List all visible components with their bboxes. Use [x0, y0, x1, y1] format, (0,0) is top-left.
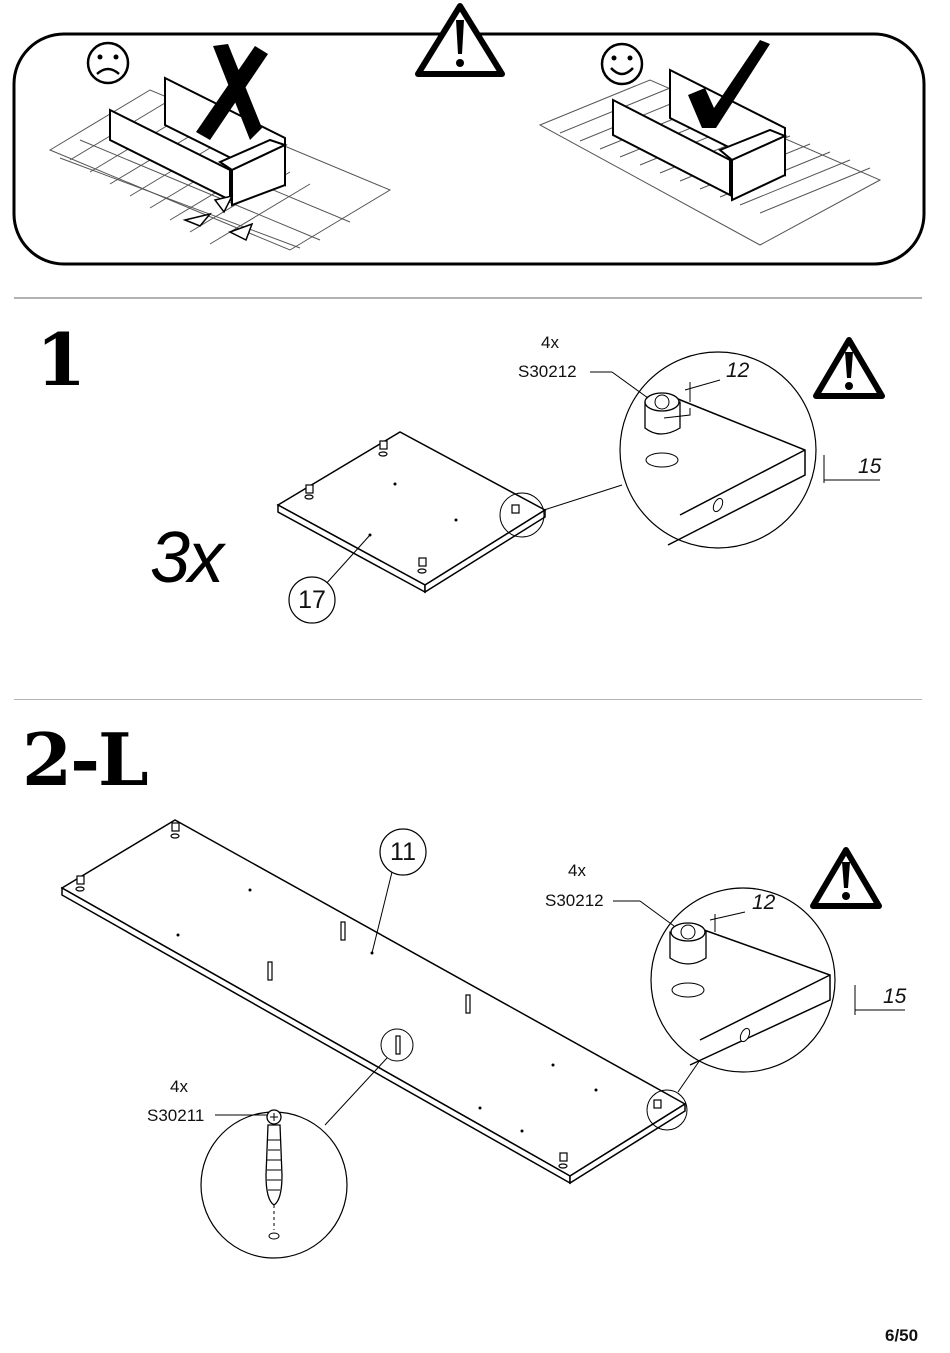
step-1-detail-magnifier	[619, 351, 817, 549]
warning-triangle-icon	[813, 337, 885, 399]
step-1-dim-15: 15	[858, 455, 882, 478]
cam-fitting-marker	[304, 440, 520, 574]
warning-triangle-icon	[810, 847, 882, 909]
step-2l-dim-12: 12	[752, 891, 776, 914]
part-17-label: 17	[298, 586, 326, 614]
warning-triangle-icon	[415, 3, 505, 77]
step-1-quantity: 3x	[150, 518, 224, 598]
cross-mark-icon	[196, 44, 268, 140]
warning-panel-illustration	[12, 3, 926, 299]
step-1-fitting-qty: 4x	[541, 333, 559, 352]
step-1-illustration	[14, 337, 922, 700]
step-2l-fitting-code: S30212	[545, 891, 604, 910]
step-1-dim-12: 12	[726, 359, 750, 382]
panel-17-illustration	[276, 431, 547, 594]
part-17-callout	[288, 576, 336, 624]
dowel-marker	[267, 921, 471, 1055]
step-2l-number: 2-L	[22, 717, 149, 802]
page-number: 6/50	[885, 1326, 919, 1345]
broken-splinters-illustration	[182, 194, 254, 242]
panel-11-illustration	[60, 819, 687, 1185]
step-2l-fitting-qty: 4x	[568, 861, 586, 880]
step-2l-dim-15: 15	[883, 985, 907, 1008]
check-mark-icon	[688, 40, 770, 128]
step-1-number: 1	[36, 317, 86, 402]
cabinet-bad-illustration	[109, 76, 288, 207]
step-2l-dowel-magnifier	[200, 1109, 348, 1259]
step-2l-dowel-qty: 4x	[170, 1077, 188, 1096]
part-11-label: 11	[390, 838, 416, 866]
frown-face-icon	[86, 41, 130, 85]
smile-face-icon	[600, 42, 644, 86]
step-2l-cam-magnifier	[650, 887, 836, 1073]
step-2l-dowel-code: S30211	[147, 1106, 205, 1125]
step-1-fitting-code: S30212	[518, 362, 577, 381]
